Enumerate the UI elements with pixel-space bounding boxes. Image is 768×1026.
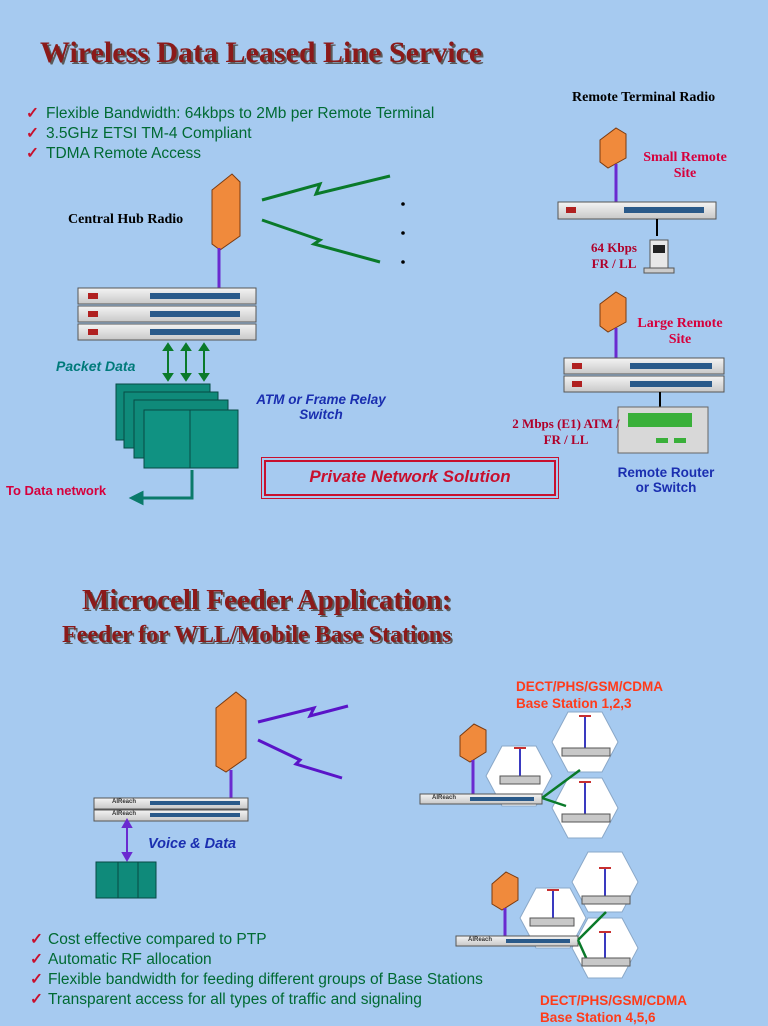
section2-title: Microcell Feeder Application: [82,584,452,616]
check-icon: ✓ [30,931,43,948]
benefit-list: ✓Cost effective compared to PTP ✓Automat… [30,930,483,1010]
remote-terminal-label: Remote Terminal Radio [572,90,716,105]
large-rate-label: 2 Mbps (E1) ATM / FR / LL [512,416,620,447]
bs-group1-links-icon [541,768,581,808]
data-network-arrow-icon [128,470,194,506]
small-remote-label: Small Remote Site [643,150,727,181]
bs-group1-device-brand: AIReach [432,795,457,801]
hub-device-brand: AIReach [112,799,137,805]
hub-device-brand: AIReach [112,811,137,817]
bs-group2-device-brand: AIReach [468,937,493,943]
microcell-switch-icon [95,861,157,899]
atm-switch-icon [115,383,239,469]
packet-data-arrows-icon [162,342,210,382]
voice-data-arrow-icon [121,817,133,863]
feature-item: ✓Flexible Bandwidth: 64kbps to 2Mb per R… [26,105,435,122]
private-network-box: Private Network Solution [261,457,559,499]
small-remote-antenna-icon [599,127,627,202]
radio-link-zigzag-icon [261,174,391,264]
check-icon: ✓ [26,105,39,122]
benefit-item: ✓Automatic RF allocation [30,951,212,968]
voice-data-label: Voice & Data [148,836,237,852]
bs-group1-antenna-icon [459,723,487,794]
base-station-group2-label: DECT/PHS/GSM/CDMA Base Station 4,5,6 [540,993,687,1025]
remote-router-icon [617,406,709,454]
data-network-label: To Data network [6,483,107,498]
benefit-item: ✓Cost effective compared to PTP [30,931,267,948]
benefit-item: ✓Flexible bandwidth for feeding differen… [30,971,483,988]
ellipsis-dots-icon [401,202,405,264]
central-hub-label: Central Hub Radio [68,212,184,227]
bs-group2-unit-icons [529,895,631,967]
large-remote-antenna-icon [599,291,627,358]
bs-group2-base-station-icons [547,867,611,958]
small-remote-device-icon [643,239,675,274]
feature-item: ✓3.5GHz ETSI TM-4 Compliant [26,125,252,142]
feature-list: ✓Flexible Bandwidth: 64kbps to 2Mb per R… [26,104,434,164]
check-icon: ✓ [30,991,43,1008]
section2-subtitle: Feeder for WLL/Mobile Base Stations [62,622,452,648]
benefit-item: ✓Transparent access for all types of tra… [30,991,422,1008]
check-icon: ✓ [26,145,39,162]
bs-group2-antenna-icon [491,871,519,936]
bs-group1-unit-icons [499,747,611,823]
bs-group1-base-station-icons [514,715,591,814]
small-remote-terminal-icon [557,201,717,236]
remote-router-label: Remote Router or Switch [617,465,715,495]
feature-item: ✓TDMA Remote Access [26,145,202,162]
section1-title: Wireless Data Leased Line Service [40,36,483,69]
large-remote-label: Large Remote Site [637,316,723,347]
microcell-hub-rack-icon [93,797,249,822]
atm-switch-label: ATM or Frame Relay Switch [256,392,386,422]
microcell-radio-link-icon [257,704,349,780]
base-station-group1-label: DECT/PHS/GSM/CDMA Base Station 1,2,3 [516,679,663,711]
check-icon: ✓ [30,971,43,988]
central-hub-rack-icon [77,287,257,341]
large-remote-terminal-icon [563,357,725,407]
check-icon: ✓ [26,125,39,142]
packet-data-label: Packet Data [56,358,136,374]
small-rate-label: 64 Kbps FR / LL [591,240,637,271]
check-icon: ✓ [30,951,43,968]
central-hub-antenna-icon [211,173,241,288]
microcell-hub-antenna-icon [215,691,247,798]
